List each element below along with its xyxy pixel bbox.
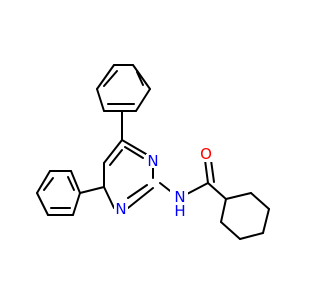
bond <box>36 192 49 216</box>
molecule-drawing: N N N H O <box>36 64 270 240</box>
bond <box>127 187 154 209</box>
oxygen-label: O <box>200 145 212 163</box>
bond <box>36 170 51 194</box>
bond <box>262 208 270 234</box>
bond <box>109 149 123 166</box>
cyclohexane-ring <box>207 182 270 240</box>
atom-label-n-bottom: N <box>114 200 128 218</box>
pyrimidine-ring <box>103 139 154 209</box>
bond <box>136 71 144 86</box>
amide-hydrogen-label: H <box>174 202 185 220</box>
structure-canvas: N N N H O <box>36 64 270 240</box>
bond <box>70 170 81 194</box>
bond <box>220 198 227 223</box>
bond <box>207 182 227 200</box>
bond <box>72 192 81 216</box>
bond <box>135 88 151 112</box>
bond <box>96 64 115 90</box>
nitrogen-label: N <box>115 200 126 218</box>
bond <box>186 182 209 195</box>
amide-nitrogen-label: N <box>174 188 185 206</box>
bond <box>220 221 241 240</box>
bond <box>121 139 147 155</box>
bond <box>210 159 215 183</box>
bond <box>103 139 123 164</box>
lower-phenyl-ring <box>36 170 81 216</box>
bond <box>103 70 118 87</box>
atom-label-o: O <box>199 145 213 163</box>
bond <box>225 192 252 200</box>
bond <box>96 88 105 112</box>
nitrogen-label: N <box>147 152 158 170</box>
bond <box>124 146 144 159</box>
bond <box>239 232 264 240</box>
atom-label-nh: N H <box>170 188 188 220</box>
bond <box>250 192 270 210</box>
atom-label-n-top: N <box>146 152 160 170</box>
bond <box>43 177 54 191</box>
upper-phenyl-ring <box>96 64 151 112</box>
bond <box>103 186 115 209</box>
bond <box>67 176 75 191</box>
bond <box>132 64 151 90</box>
bond <box>127 184 148 199</box>
bond <box>204 159 209 184</box>
bond <box>79 186 105 194</box>
